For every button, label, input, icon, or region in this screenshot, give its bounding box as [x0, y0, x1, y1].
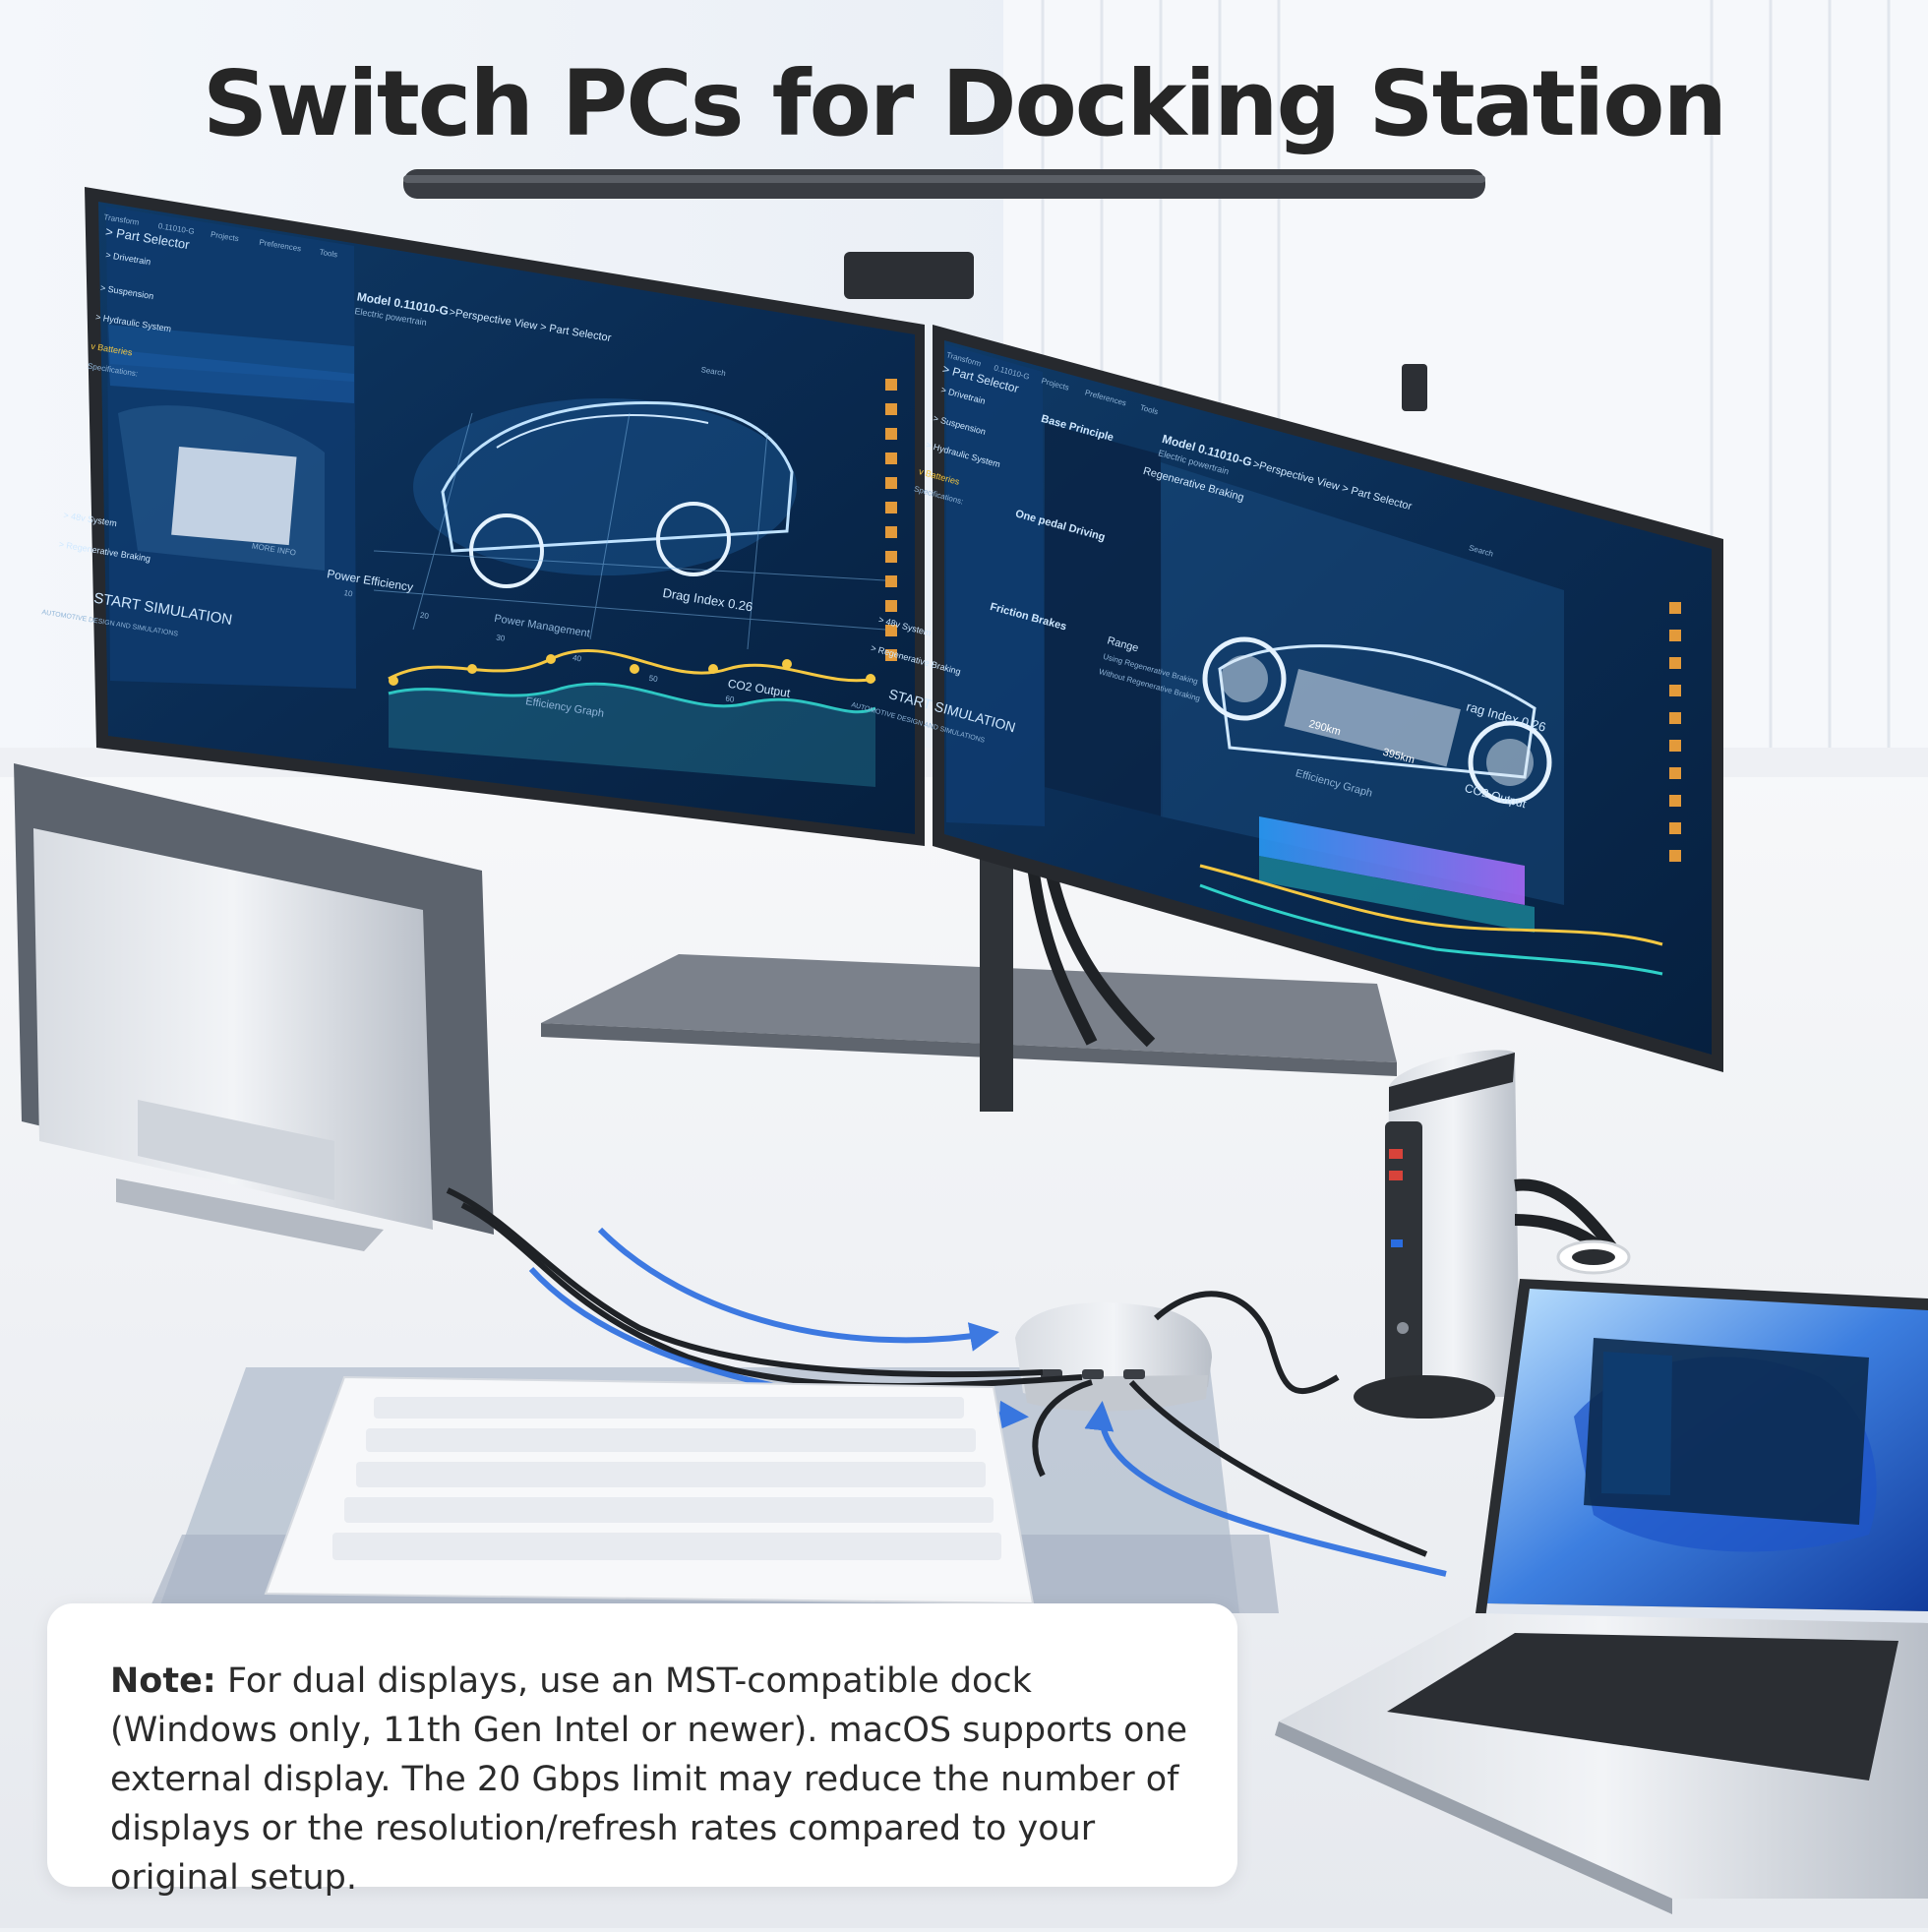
left-tick-5: 60: [725, 694, 736, 703]
left-tick-1: 20: [419, 611, 430, 621]
note-text: Note: For dual displays, use an MST-comp…: [110, 1657, 1192, 1902]
right-monitor: Transform 0.11010-G Projects Preferences…: [851, 325, 1723, 1072]
laptop: [1275, 1279, 1928, 1914]
note-label: Note:: [110, 1661, 216, 1701]
left-tick-2: 30: [496, 633, 507, 642]
left-search[interactable]: Search: [700, 365, 726, 378]
left-tick-3: 40: [572, 653, 582, 663]
left-tick-4: 50: [648, 674, 659, 684]
kvm-switch: [1015, 1302, 1212, 1412]
vertical-laptop: [14, 763, 494, 1251]
left-tab-4[interactable]: Tools: [319, 248, 338, 260]
page-title: Switch PCs for Docking Station: [203, 51, 1727, 156]
left-monitor: Transform 0.11010-G Projects Preferences…: [41, 187, 925, 846]
note-box: Note: For dual displays, use an MST-comp…: [47, 1603, 1237, 1898]
note-body: For dual displays, use an MST-compatible…: [110, 1661, 1188, 1898]
keyboard: [264, 1375, 1035, 1605]
docking-station: [1354, 1050, 1520, 1419]
left-tick-0: 10: [343, 588, 354, 598]
